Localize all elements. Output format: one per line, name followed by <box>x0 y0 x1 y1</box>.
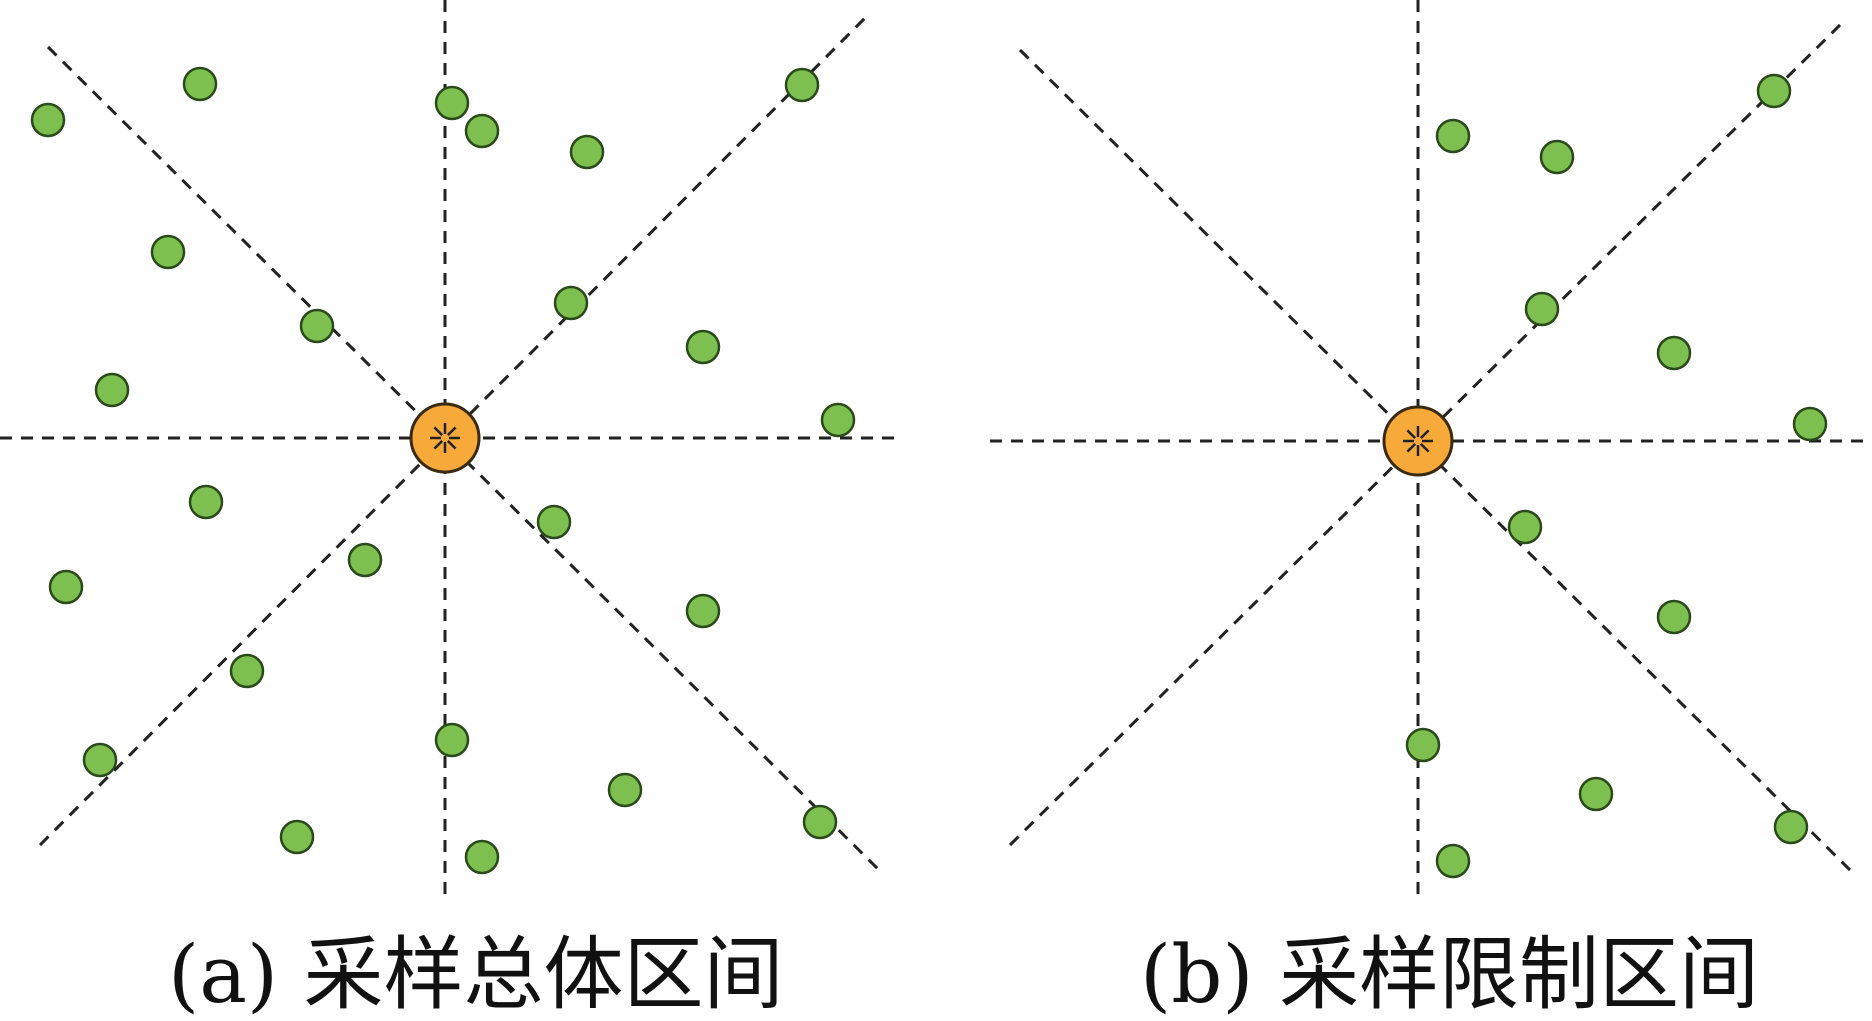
sample-point-a-4 <box>464 113 500 149</box>
sample-point-a-14 <box>536 504 572 540</box>
panel-a <box>0 0 900 900</box>
sample-point-a-1 <box>30 102 66 138</box>
sample-point-a-3 <box>434 85 470 121</box>
center-star-stroke <box>433 426 444 437</box>
sample-point-a-12 <box>784 67 820 103</box>
sample-point-a-18 <box>229 653 265 689</box>
center-star-stroke <box>446 426 457 437</box>
center-point-a <box>409 402 481 474</box>
sample-point-a-7 <box>299 308 335 344</box>
sample-point-b-10 <box>1578 776 1614 812</box>
sample-point-b-11 <box>1435 843 1471 879</box>
sample-point-a-10 <box>94 372 130 408</box>
sample-point-b-12 <box>1773 809 1809 845</box>
sample-point-a-5 <box>569 134 605 170</box>
center-star-stroke <box>446 439 457 450</box>
sample-point-a-2 <box>182 66 218 102</box>
sample-point-a-20 <box>82 742 118 778</box>
sample-point-a-22 <box>802 804 838 840</box>
caption-panel-a: (a) 采样总体区间 <box>168 928 784 1021</box>
sample-point-a-8 <box>553 285 589 321</box>
sample-point-a-16 <box>48 569 84 605</box>
panel-b <box>990 0 1872 900</box>
sample-point-a-11 <box>820 402 856 438</box>
center-star-stroke <box>1419 442 1430 453</box>
sample-point-b-4 <box>1524 291 1560 327</box>
sample-point-b-2 <box>1539 139 1575 175</box>
center-star-stroke <box>1406 442 1417 453</box>
center-star-stroke <box>1406 429 1417 440</box>
sample-point-a-23 <box>279 819 315 855</box>
sample-point-a-15 <box>347 542 383 578</box>
dashed-ray-b-4 <box>1008 23 1842 847</box>
sample-point-b-3 <box>1756 73 1792 109</box>
sample-point-b-9 <box>1405 727 1441 763</box>
sample-point-b-6 <box>1792 406 1828 442</box>
center-star-icon-a <box>430 423 460 453</box>
center-star-stroke <box>1419 429 1430 440</box>
sample-point-a-13 <box>188 484 224 520</box>
center-star-icon-b <box>1403 426 1433 456</box>
dashed-ray-a-4 <box>38 16 867 847</box>
sample-point-a-19 <box>434 722 470 758</box>
center-star-stroke <box>433 439 444 450</box>
sample-point-a-24 <box>464 839 500 875</box>
center-point-b <box>1382 405 1454 477</box>
sample-point-b-1 <box>1435 118 1471 154</box>
caption-panel-b: (b) 采样限制区间 <box>1140 928 1760 1021</box>
sample-point-b-5 <box>1656 335 1692 371</box>
sample-point-a-17 <box>685 593 721 629</box>
sample-point-b-7 <box>1507 509 1543 545</box>
dashed-ray-a-3 <box>46 45 880 871</box>
dashed-ray-b-3 <box>1018 48 1852 872</box>
sample-point-a-6 <box>150 234 186 270</box>
sample-point-a-9 <box>685 329 721 365</box>
sample-point-b-8 <box>1656 599 1692 635</box>
sample-point-a-21 <box>607 772 643 808</box>
